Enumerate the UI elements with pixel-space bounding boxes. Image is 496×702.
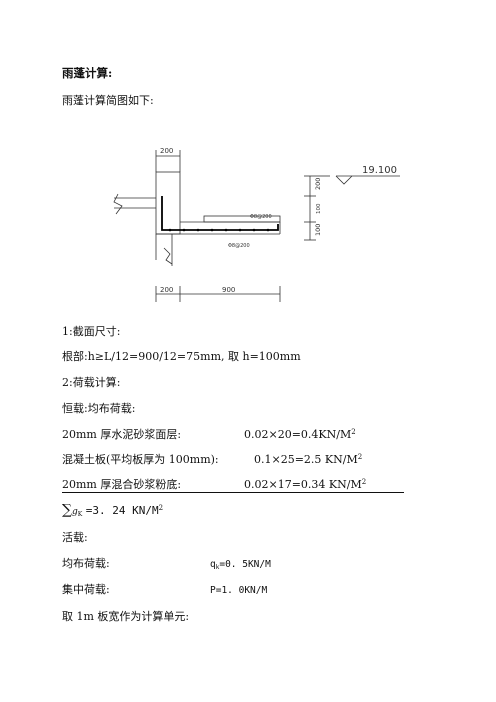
intro-text: 雨蓬计算简图如下: xyxy=(62,94,154,107)
dim-right-upper: 200 xyxy=(314,178,322,190)
elevation-label: 19.100 xyxy=(362,165,397,176)
dead-load-calc: 0.02×17=0.34 KN/M2 xyxy=(244,478,367,491)
unit-note: 取 1m 板宽作为计算单元: xyxy=(62,610,190,623)
dim-bottom-left: 200 xyxy=(160,286,173,294)
sum-rule xyxy=(62,492,404,493)
live-load-title: 活载: xyxy=(62,531,88,544)
dead-load-item: 混凝土板(平均板厚为 100mm): xyxy=(62,453,219,466)
dead-load-title: 恒载:均布荷载: xyxy=(62,402,136,415)
rebar-top-label: Φ8@200 xyxy=(250,214,272,220)
heading: 雨蓬计算: xyxy=(62,66,113,80)
live-load-item: 集中荷载: xyxy=(62,583,110,596)
dim-right-lower: 100 xyxy=(314,224,322,236)
live-load-item: 均布荷载: xyxy=(62,557,110,570)
dead-load-sum: ∑gK =3. 24 KN/M2 xyxy=(62,502,164,518)
section-size-text: 根部:h≥L/12=900/12=75mm, 取 h=100mm xyxy=(62,350,301,363)
dead-load-item: 20mm 厚水泥砂浆面层: xyxy=(62,428,182,441)
section-title-1: 1:截面尺寸: xyxy=(62,325,121,338)
dead-load-calc: 0.1×25=2.5 KN/M2 xyxy=(254,453,363,466)
dead-load-item: 20mm 厚混合砂浆粉底: xyxy=(62,478,182,491)
rebar-bottom-label: Φ8@200 xyxy=(228,243,250,249)
live-load-calc: P=1. 0KN/M xyxy=(210,585,268,596)
canopy-section-drawing: 200 200 900 200 100 100 Φ8@200 Φ8@200 19… xyxy=(113,147,400,302)
section-title-2: 2:荷载计算: xyxy=(62,376,121,389)
dead-load-calc: 0.02×20=0.4KN/M2 xyxy=(244,428,356,441)
dim-bottom-span: 900 xyxy=(222,286,235,294)
dim-right-mid: 100 xyxy=(316,203,322,214)
live-load-calc: qk=0. 5KN/M xyxy=(210,559,271,571)
dim-top-width: 200 xyxy=(160,147,173,155)
